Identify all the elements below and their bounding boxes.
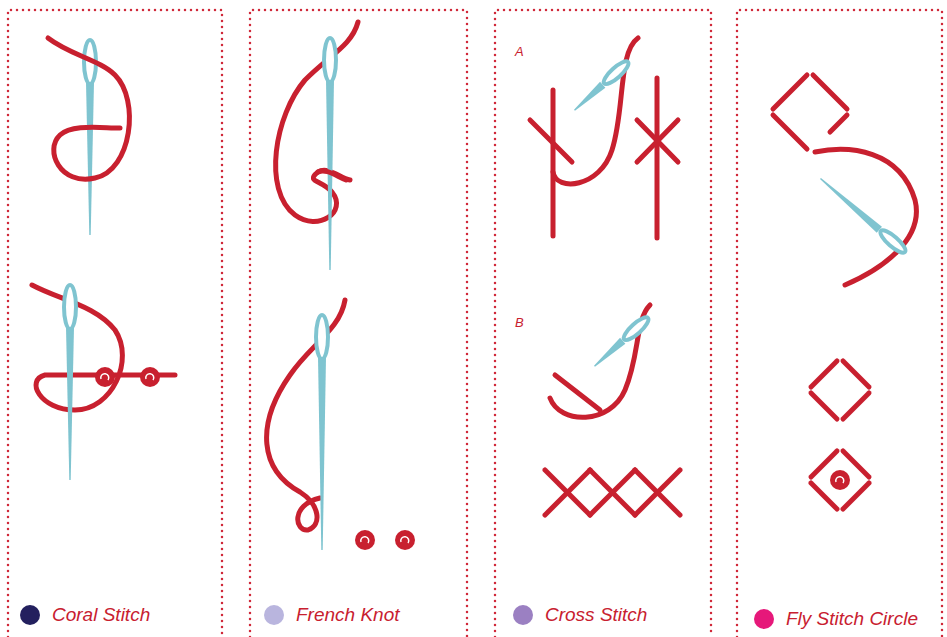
fly-stitch-step (773, 75, 916, 285)
coral-stitch-step (48, 38, 129, 235)
thread (811, 393, 837, 419)
panel-letter: B (515, 315, 524, 330)
thread (555, 375, 600, 410)
thread (655, 78, 660, 238)
cross-stitch-step (530, 38, 678, 238)
thread (318, 171, 346, 180)
french-knot-step (267, 300, 415, 550)
knot (140, 367, 160, 387)
thread (637, 120, 678, 162)
thread (830, 115, 847, 132)
legend-label: Fly Stitch Circle (786, 608, 918, 630)
needle (817, 175, 908, 256)
panel-border (495, 10, 711, 637)
thread (635, 470, 680, 515)
panel-letter: A (515, 44, 524, 59)
knot (830, 470, 850, 490)
thread (545, 470, 590, 515)
thread (590, 470, 635, 515)
legend-entry: Coral Stitch (20, 604, 150, 626)
thread (530, 120, 572, 162)
legend-dot (264, 605, 284, 625)
panel-borders (8, 10, 942, 637)
legend-dot (513, 605, 533, 625)
knot (355, 530, 375, 550)
fly-stitch-circle (811, 361, 869, 419)
legend-label: Coral Stitch (52, 604, 150, 626)
panel-border (8, 10, 222, 637)
thread (773, 115, 807, 149)
legend-dot (754, 609, 774, 629)
thread (843, 393, 869, 419)
needle (316, 315, 328, 550)
thread (590, 470, 635, 515)
thread (553, 38, 638, 184)
legend-entry: Cross Stitch (513, 604, 647, 626)
thread (815, 149, 916, 285)
french-knot-step (276, 22, 358, 270)
thread (267, 300, 345, 530)
knot (395, 530, 415, 550)
thread (276, 22, 358, 221)
needle (324, 38, 336, 270)
legend-entry: Fly Stitch Circle (754, 608, 918, 630)
needle (571, 58, 631, 114)
cross-stitch-step (545, 305, 680, 515)
thread (545, 470, 590, 515)
thread (773, 75, 807, 109)
fly-stitch-circle (811, 451, 869, 509)
thread (813, 75, 847, 109)
knot (95, 367, 115, 387)
thread (48, 38, 129, 179)
panel-border (250, 10, 467, 637)
thread (843, 361, 869, 387)
legend-dot (20, 605, 40, 625)
legend-entry: French Knot (264, 604, 400, 626)
panel-border (737, 10, 942, 637)
needle (84, 40, 96, 235)
legend-label: Cross Stitch (545, 604, 647, 626)
needle (591, 314, 651, 370)
legend-label: French Knot (296, 604, 400, 626)
thread (637, 120, 678, 162)
thread (551, 90, 556, 236)
thread (32, 285, 175, 410)
thread (635, 470, 680, 515)
coral-stitch-step (32, 285, 175, 480)
needle (64, 285, 76, 480)
thread (811, 361, 837, 387)
